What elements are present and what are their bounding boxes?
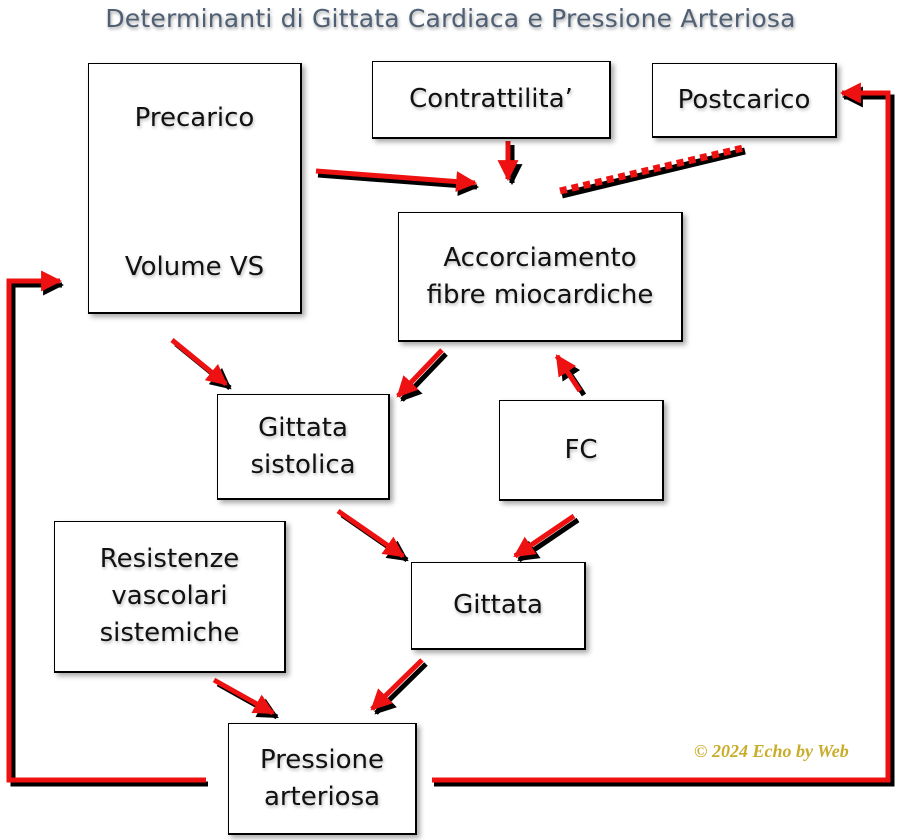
resistenze-line2: vascolari [111, 581, 228, 612]
pressione-line2: arteriosa [263, 781, 381, 812]
fibre-miocardiche-label: fibre miocardiche [426, 279, 654, 310]
postcarico-inhibit-shadow [561, 147, 746, 199]
gittata-sistolica-line1: Gittata [258, 412, 348, 443]
feedback-left [6, 270, 206, 783]
accorciamento-label: Accorciamento [443, 242, 637, 273]
postcarico-box: Postcarico [652, 63, 837, 138]
fc-box: FC [499, 400, 664, 501]
pressione-line1: Pressione [259, 744, 385, 775]
arrow-gittata-pressione [370, 658, 424, 711]
precarico-box: Precarico Volume VS [88, 63, 302, 314]
postcarico-inhibit [559, 144, 744, 195]
fc-label: FC [564, 434, 598, 465]
pressione-box: Pressione arteriosa [228, 723, 417, 835]
feedback-right [432, 82, 891, 783]
diagram-title: Determinanti di Gittata Cardiaca e Press… [105, 4, 796, 33]
accorciamento-box: Accorciamento fibre miocardiche [398, 212, 683, 342]
resistenze-box: Resistenze vascolari sistemiche [54, 521, 286, 673]
volume-vs-label: Volume VS [124, 252, 265, 283]
copyright-watermark: © 2024 Echo by Web [694, 741, 849, 761]
arrow-gittata-pressione-shadow [374, 662, 428, 715]
arrow-fc-gittata-shadow [517, 517, 580, 563]
feedback-right-shadow [434, 86, 895, 787]
gittata-label: Gittata [453, 590, 543, 621]
arrow-fc-gittata [513, 513, 576, 559]
postcarico-label: Postcarico [677, 84, 811, 115]
contrattilita-box: Contrattilita’ [372, 61, 611, 139]
arrow-gittata-sistolica-gittata [336, 508, 405, 559]
arrow-accorciamento-gittata-sistolica [396, 348, 444, 398]
arrow-resistenze-pressione [212, 677, 275, 716]
arrow-precarico-accorciamento-shadow [317, 172, 480, 197]
gittata-box: Gittata [411, 562, 586, 650]
arrow-precarico-accorciamento [315, 168, 478, 193]
arrow-volume-gittata-sistolica [170, 338, 228, 386]
contrattilita-label: Contrattilita’ [409, 84, 573, 115]
precarico-label: Precarico [134, 103, 255, 133]
resistenze-line1: Resistenze [99, 544, 240, 575]
arrow-accorciamento-gittata-sistolica-shadow [400, 352, 448, 402]
gittata-sistolica-line2: sistolica [250, 449, 356, 480]
arrow-fc-accorciamento [554, 354, 583, 393]
feedback-left-shadow [10, 274, 208, 787]
resistenze-line3: sistemiche [99, 617, 240, 648]
gittata-sistolica-box: Gittata sistolica [217, 394, 390, 500]
